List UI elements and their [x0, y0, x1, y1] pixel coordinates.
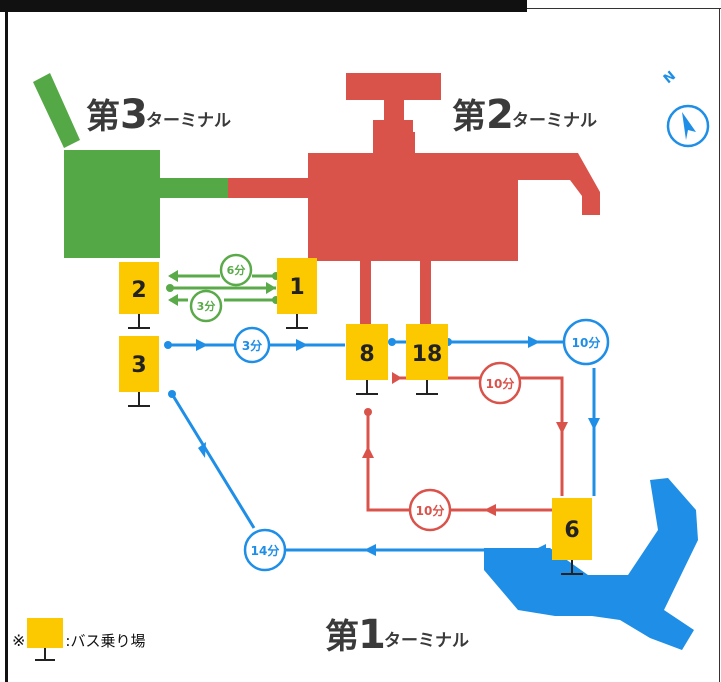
blue-arrows [164, 336, 600, 556]
svg-text:2: 2 [486, 92, 514, 138]
bus-stop-6[interactable]: 6 [552, 498, 592, 575]
time-badge-red-10-upper: 10分 [478, 361, 522, 405]
time-badge-green-6: 6分 [219, 253, 253, 287]
svg-text:1: 1 [358, 612, 386, 658]
svg-text:18: 18 [412, 342, 443, 367]
bus-stop-legend-icon [27, 618, 64, 661]
north-arrow-icon [666, 104, 710, 148]
time-badge-blue-14: 14分 [243, 528, 287, 572]
svg-text:3分: 3分 [242, 338, 262, 353]
legend: ※ :バス乗り場 [12, 618, 145, 662]
svg-text:ターミナル: ターミナル [512, 111, 597, 131]
time-badge-blue-3: 3分 [233, 326, 271, 364]
top-bar [0, 0, 527, 12]
svg-text:3: 3 [131, 353, 146, 378]
svg-text:10分: 10分 [416, 503, 445, 518]
frame-border-right [719, 8, 720, 682]
svg-text:2: 2 [131, 278, 146, 303]
legend-note-mark: ※ [12, 630, 26, 650]
terminal-1-label: 第 1 ターミナル [325, 612, 469, 658]
legend-label: :バス乗り場 [65, 631, 146, 650]
svg-text:3: 3 [120, 92, 148, 138]
bus-stop-3[interactable]: 3 [119, 336, 159, 407]
frame-border-top [527, 8, 721, 9]
red-arrows [362, 372, 568, 516]
terminal-3-building [33, 73, 230, 258]
terminal-2-label: 第 2 ターミナル [452, 92, 597, 138]
bus-stop-2[interactable]: 2 [119, 262, 159, 329]
time-badge-green-3: 3分 [189, 289, 223, 323]
terminal-3-label: 第 3 ターミナル [86, 92, 231, 138]
svg-text:10分: 10分 [486, 376, 515, 391]
bus-stop-18[interactable]: 18 [406, 324, 448, 395]
svg-text:第: 第 [452, 97, 486, 137]
svg-text:3分: 3分 [197, 299, 216, 313]
frame-border-left [5, 8, 8, 682]
svg-text:6分: 6分 [227, 263, 246, 277]
terminal-2-building [228, 73, 600, 324]
svg-text:N: N [661, 69, 679, 87]
svg-text:1: 1 [289, 275, 304, 300]
svg-text:第: 第 [325, 617, 359, 657]
svg-text:ターミナル: ターミナル [384, 631, 469, 651]
time-badge-blue-10: 10分 [562, 318, 610, 366]
svg-text:6: 6 [564, 518, 579, 543]
red-routes [366, 376, 564, 512]
svg-text:第: 第 [86, 97, 120, 137]
svg-text:14分: 14分 [251, 543, 280, 558]
svg-text:ターミナル: ターミナル [146, 111, 231, 131]
terminal-1-building [484, 478, 698, 650]
bus-stop-8[interactable]: 8 [346, 324, 388, 395]
svg-text:10分: 10分 [572, 335, 601, 350]
svg-text:8: 8 [359, 342, 374, 367]
time-badge-red-10-lower: 10分 [408, 488, 452, 532]
compass: N [661, 69, 710, 148]
bus-stop-1[interactable]: 1 [277, 258, 317, 329]
